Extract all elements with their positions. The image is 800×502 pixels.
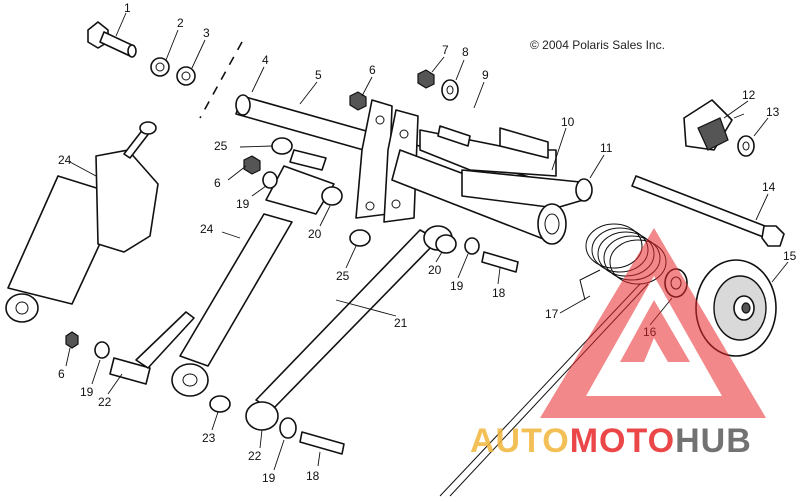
callout-6b: 6 [214, 176, 221, 190]
callout-17: 17 [545, 307, 559, 321]
washer-19-mid [464, 237, 480, 255]
callout-24a: 24 [58, 153, 72, 167]
callout-15: 15 [783, 249, 797, 263]
callout-13: 13 [766, 105, 780, 119]
callout-19b: 19 [236, 197, 250, 211]
watermark-hub: HUB [675, 422, 752, 460]
bushing-20-upper [321, 186, 343, 206]
callout-5: 5 [315, 68, 322, 82]
pulley-15 [695, 259, 777, 357]
callout-22b: 22 [248, 449, 262, 463]
bolt-9 [437, 125, 471, 147]
callout-9: 9 [482, 68, 489, 82]
nut-6-left [243, 155, 261, 175]
callout-19a: 19 [450, 279, 464, 293]
shock-24-left [5, 121, 159, 323]
callout-2: 2 [177, 16, 184, 30]
callout-3: 3 [203, 26, 210, 40]
callout-1: 1 [124, 1, 131, 15]
nut-6-top [349, 91, 367, 111]
leader-lines [65, 12, 789, 471]
callout-18a: 18 [492, 286, 506, 300]
callout-19d: 19 [262, 471, 276, 485]
washer-19-upper [262, 171, 278, 189]
nut-6-lower [65, 331, 79, 349]
callout-4: 4 [262, 53, 269, 67]
callout-14: 14 [762, 180, 776, 194]
shock-24-center [171, 149, 335, 397]
bushing-25-top [271, 137, 293, 155]
automotohub-watermark: AUTOMOTOHUB [470, 228, 766, 460]
link-arm [135, 311, 195, 369]
callout-19c: 19 [80, 385, 94, 399]
callout-12: 12 [742, 88, 756, 102]
watermark-moto: MOTO [570, 422, 675, 460]
callout-6a: 6 [369, 63, 376, 77]
bolt-18-upper [481, 251, 519, 273]
bushing-22-left [109, 357, 151, 385]
callout-18b: 18 [306, 469, 320, 483]
callout-6c: 6 [58, 367, 65, 381]
callout-21: 21 [394, 316, 408, 330]
clip-12 [683, 99, 733, 151]
washer-13 [737, 135, 755, 157]
washer-19-lower [279, 417, 297, 439]
callout-22a: 22 [98, 395, 112, 409]
bolt-14 [631, 175, 785, 247]
callout-10: 10 [561, 115, 575, 129]
callout-11: 11 [600, 141, 613, 155]
dashed-guide [199, 41, 243, 119]
callout-25a: 25 [214, 139, 228, 153]
nut-7 [417, 69, 435, 89]
rod-21 [245, 225, 453, 431]
callout-20a: 20 [428, 263, 442, 277]
callout-23: 23 [202, 431, 216, 445]
watermark-auto: AUTO [470, 422, 570, 460]
callout-24b: 24 [200, 222, 214, 236]
washer-2 [150, 57, 170, 77]
callout-8: 8 [462, 45, 469, 59]
bolt-1 [87, 21, 137, 58]
bushing-23 [209, 395, 231, 413]
washer-3 [176, 66, 196, 86]
washer-8 [441, 79, 459, 101]
bolt-18-lower [299, 431, 345, 455]
callout-7: 7 [442, 43, 449, 57]
washer-19-lower-left [94, 341, 110, 359]
copyright-text: © 2004 Polaris Sales Inc. [530, 38, 665, 52]
cross-tube-10 [391, 149, 593, 245]
callout-20b: 20 [308, 227, 322, 241]
svg-text:AUTOMOTOHUB: AUTOMOTOHUB [470, 422, 752, 460]
bushing-20-lower [435, 234, 457, 254]
watermark-triangle-logo [540, 228, 766, 418]
bushing-25-mid [349, 229, 371, 247]
callout-25b: 25 [336, 269, 350, 283]
